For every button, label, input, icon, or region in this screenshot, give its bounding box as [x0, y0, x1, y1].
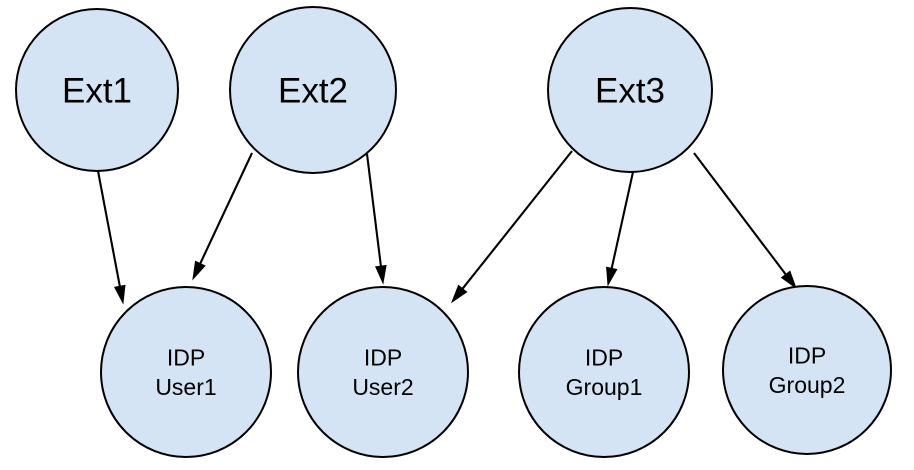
node-label-line: User2	[352, 374, 413, 400]
node-circle-idp-group1[interactable]	[518, 286, 690, 458]
arrowhead-icon	[375, 264, 387, 285]
edge-shaft	[609, 171, 635, 272]
node-label-ext2: Ext2	[278, 71, 348, 110]
edge-ext3-to-idp-group2[interactable]	[693, 152, 798, 290]
node-idp-user1[interactable]: IDP User1	[100, 286, 272, 458]
node-label-line: IDP	[364, 344, 402, 370]
edge-ext3-to-idp-user2[interactable]	[450, 150, 573, 304]
node-label-line: Group2	[769, 372, 846, 398]
node-ext2[interactable]: Ext2	[229, 6, 397, 174]
edge-shaft	[96, 170, 122, 290]
node-circle-idp-user2[interactable]	[297, 286, 469, 458]
edge-shaft	[365, 153, 383, 270]
edge-ext1-to-idp-user1[interactable]	[96, 170, 126, 305]
node-circle-idp-group2[interactable]	[722, 285, 892, 455]
node-circle-ext1[interactable]	[15, 8, 179, 172]
node-ext3[interactable]: Ext3	[547, 7, 713, 173]
arrowhead-icon	[606, 266, 618, 287]
node-idp-group2[interactable]: IDP Group2	[722, 285, 892, 455]
node-circle-ext2[interactable]	[229, 6, 397, 174]
arrowhead-icon	[192, 260, 206, 281]
arrowhead-icon	[113, 284, 126, 305]
edge-shaft	[693, 152, 789, 278]
node-label-ext1: Ext1	[62, 71, 132, 110]
node-circle-idp-user1[interactable]	[100, 286, 272, 458]
node-label-idp-group2: IDP Group2	[769, 342, 846, 397]
edges-layer	[96, 150, 798, 305]
node-label-line: Ext1	[62, 71, 132, 110]
edge-ext2-to-idp-user1[interactable]	[192, 152, 253, 281]
node-label-line: Ext2	[278, 71, 348, 110]
node-label-line: Ext3	[595, 71, 665, 110]
node-label-line: User1	[155, 374, 216, 400]
edge-shaft	[459, 150, 573, 292]
node-label-idp-user1: IDP User1	[155, 344, 216, 399]
node-label-line: IDP	[788, 342, 826, 368]
node-label-ext3: Ext3	[595, 71, 665, 110]
node-label-line: IDP	[167, 344, 205, 370]
node-label-line: IDP	[585, 344, 623, 370]
node-circle-ext3[interactable]	[547, 7, 713, 173]
edge-ext3-to-idp-group1[interactable]	[606, 171, 635, 287]
node-label-idp-group1: IDP Group1	[566, 344, 643, 399]
node-idp-user2[interactable]: IDP User2	[297, 286, 469, 458]
node-idp-group1[interactable]: IDP Group1	[518, 286, 690, 458]
node-label-idp-user2: IDP User2	[352, 344, 413, 399]
node-label-line: Group1	[566, 374, 643, 400]
node-ext1[interactable]: Ext1	[15, 8, 179, 172]
edge-ext2-to-idp-user2[interactable]	[365, 153, 387, 285]
edge-shaft	[197, 152, 253, 267]
arrowhead-icon	[450, 284, 468, 304]
arrowhead-icon	[780, 270, 798, 290]
